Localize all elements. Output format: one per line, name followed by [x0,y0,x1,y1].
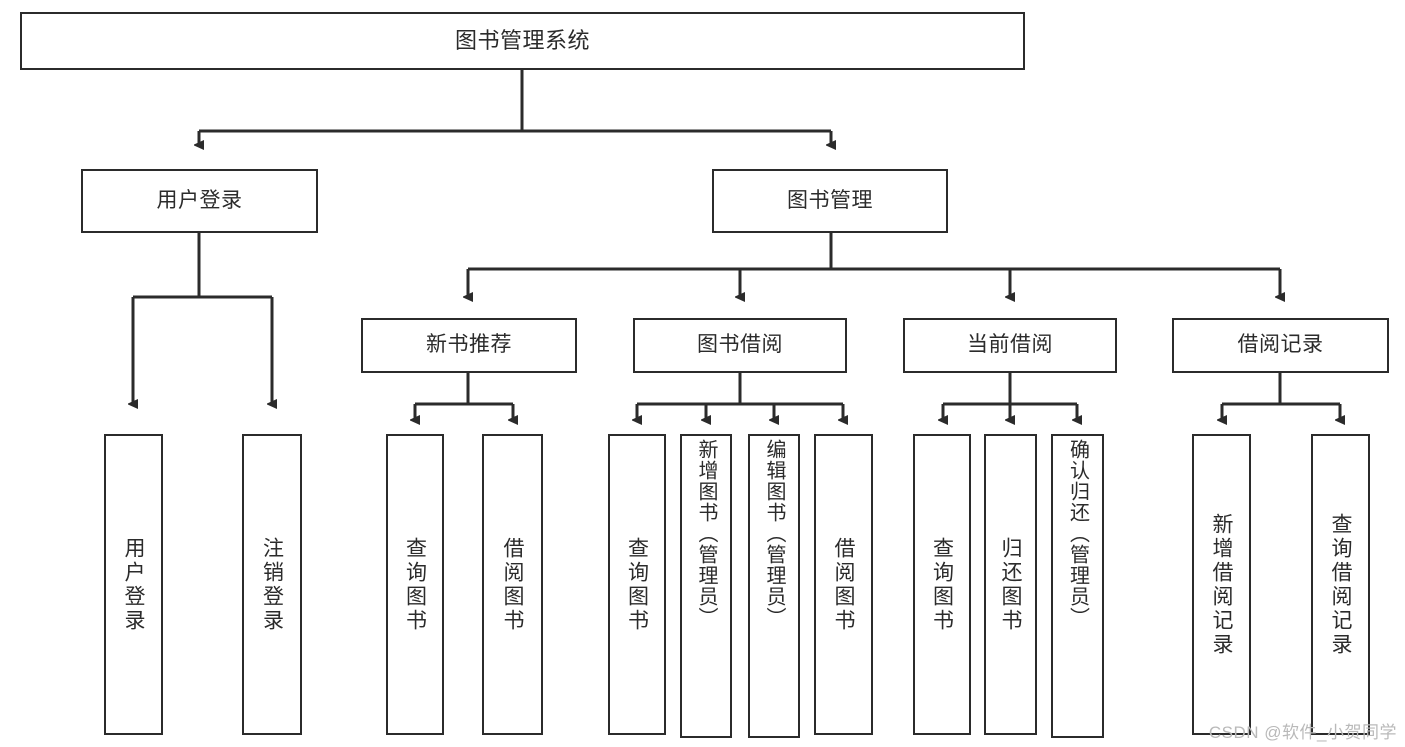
node-user-login[interactable]: 用户登录 [81,169,318,233]
leaf-borrow-book-2-label: 借阅图书 [832,536,855,633]
node-borrow-record-label: 借阅记录 [1237,333,1324,357]
leaf-query-book-1[interactable]: 查询图书 [386,434,444,735]
leaf-add-book-label: 新增图书（管理员） [695,439,717,628]
leaf-query-book-1-label: 查询图书 [403,536,427,633]
node-book-borrow[interactable]: 图书借阅 [633,318,847,373]
leaf-confirm-return[interactable]: 确认归还（管理员） [1051,434,1104,738]
node-book-borrow-label: 图书借阅 [697,333,783,357]
leaf-add-book[interactable]: 新增图书（管理员） [680,434,732,738]
leaf-edit-book[interactable]: 编辑图书（管理员） [748,434,800,738]
node-new-book-recommend-label: 新书推荐 [426,333,512,357]
leaf-user-login[interactable]: 用户登录 [104,434,163,735]
leaf-add-record-label: 新增借阅记录 [1210,512,1233,657]
node-book-manage[interactable]: 图书管理 [712,169,948,233]
leaf-add-record[interactable]: 新增借阅记录 [1192,434,1251,735]
leaf-borrow-book-2[interactable]: 借阅图书 [814,434,873,735]
node-user-login-label: 用户登录 [156,188,243,212]
node-root[interactable]: 图书管理系统 [20,12,1025,70]
leaf-borrow-book-1-label: 借阅图书 [501,536,524,633]
node-borrow-record[interactable]: 借阅记录 [1172,318,1389,373]
leaf-query-book-3[interactable]: 查询图书 [913,434,971,735]
leaf-query-book-2-label: 查询图书 [625,536,649,633]
leaf-user-login-label: 用户登录 [122,536,145,633]
leaf-logout[interactable]: 注销登录 [242,434,302,735]
leaf-query-record-label: 查询借阅记录 [1329,512,1352,657]
node-current-borrow-label: 当前借阅 [967,333,1053,357]
leaf-query-book-2[interactable]: 查询图书 [608,434,666,735]
leaf-return-book[interactable]: 归还图书 [984,434,1037,735]
node-current-borrow[interactable]: 当前借阅 [903,318,1117,373]
leaf-return-book-label: 归还图书 [999,536,1022,633]
leaf-query-record[interactable]: 查询借阅记录 [1311,434,1370,735]
node-new-book-recommend[interactable]: 新书推荐 [361,318,577,373]
csdn-watermark: CSDN @软件_小贺同学 [1208,723,1397,742]
leaf-confirm-return-label: 确认归还（管理员） [1066,439,1089,628]
leaf-borrow-book-1[interactable]: 借阅图书 [482,434,543,735]
node-root-label: 图书管理系统 [454,28,590,54]
leaf-logout-label: 注销登录 [260,536,284,633]
node-book-manage-label: 图书管理 [787,188,873,212]
leaf-query-book-3-label: 查询图书 [930,536,954,633]
leaf-edit-book-label: 编辑图书（管理员） [763,439,785,628]
